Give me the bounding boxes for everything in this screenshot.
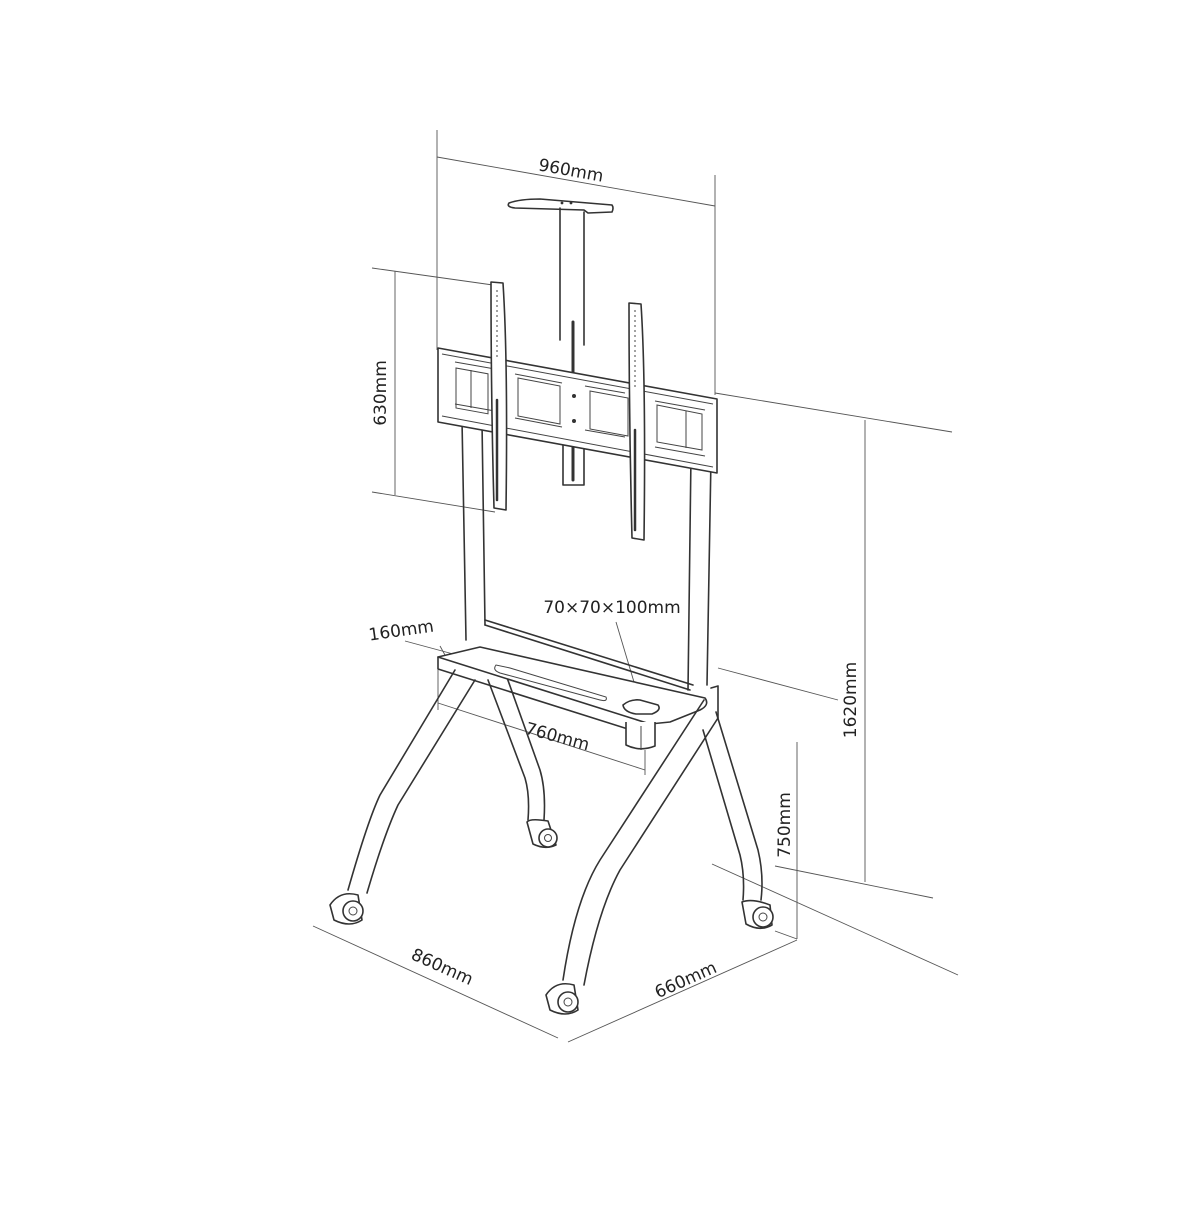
vesa-mount-bracket: [437, 347, 718, 474]
vesa-arm-left: [490, 281, 508, 511]
upright-post-right: [687, 454, 712, 691]
caster-front-left: [329, 892, 364, 925]
label-base-width: 860mm: [408, 945, 476, 990]
label-overall-width: 960mm: [537, 156, 605, 187]
caster-back: [526, 818, 558, 849]
accessory-box: [622, 699, 660, 750]
bracket-slots: [454, 361, 706, 457]
vesa-arm-right: [628, 302, 646, 541]
label-shelf-depth: 160mm: [367, 617, 435, 646]
label-base-depth: 660mm: [652, 958, 720, 1003]
front-right-leg: [562, 685, 719, 986]
dimension-shelf-height: 750mm: [717, 667, 839, 940]
caster-front-center: [545, 982, 579, 1015]
dimension-bracket-height: 630mm: [371, 267, 501, 513]
dimension-shelf-depth: 160mm: [367, 617, 469, 659]
front-left-leg: [347, 669, 476, 894]
caster-rear-right: [741, 899, 774, 930]
label-overall-height: 1620mm: [841, 662, 861, 738]
label-bracket-height: 630mm: [371, 360, 391, 426]
label-shelf-height: 750mm: [775, 792, 795, 858]
dimension-base-width: 860mm: [312, 925, 559, 1039]
back-left-leg: [487, 671, 546, 821]
label-box-size: 70×70×100mm: [543, 598, 680, 618]
dimension-overall-height: 1620mm: [711, 392, 959, 976]
dimension-base-depth: 660mm: [567, 939, 798, 1043]
camera-shelf: [507, 198, 614, 214]
upright-post-left: [461, 419, 486, 641]
rear-right-leg: [702, 711, 763, 901]
tray-shelf: [437, 619, 708, 737]
